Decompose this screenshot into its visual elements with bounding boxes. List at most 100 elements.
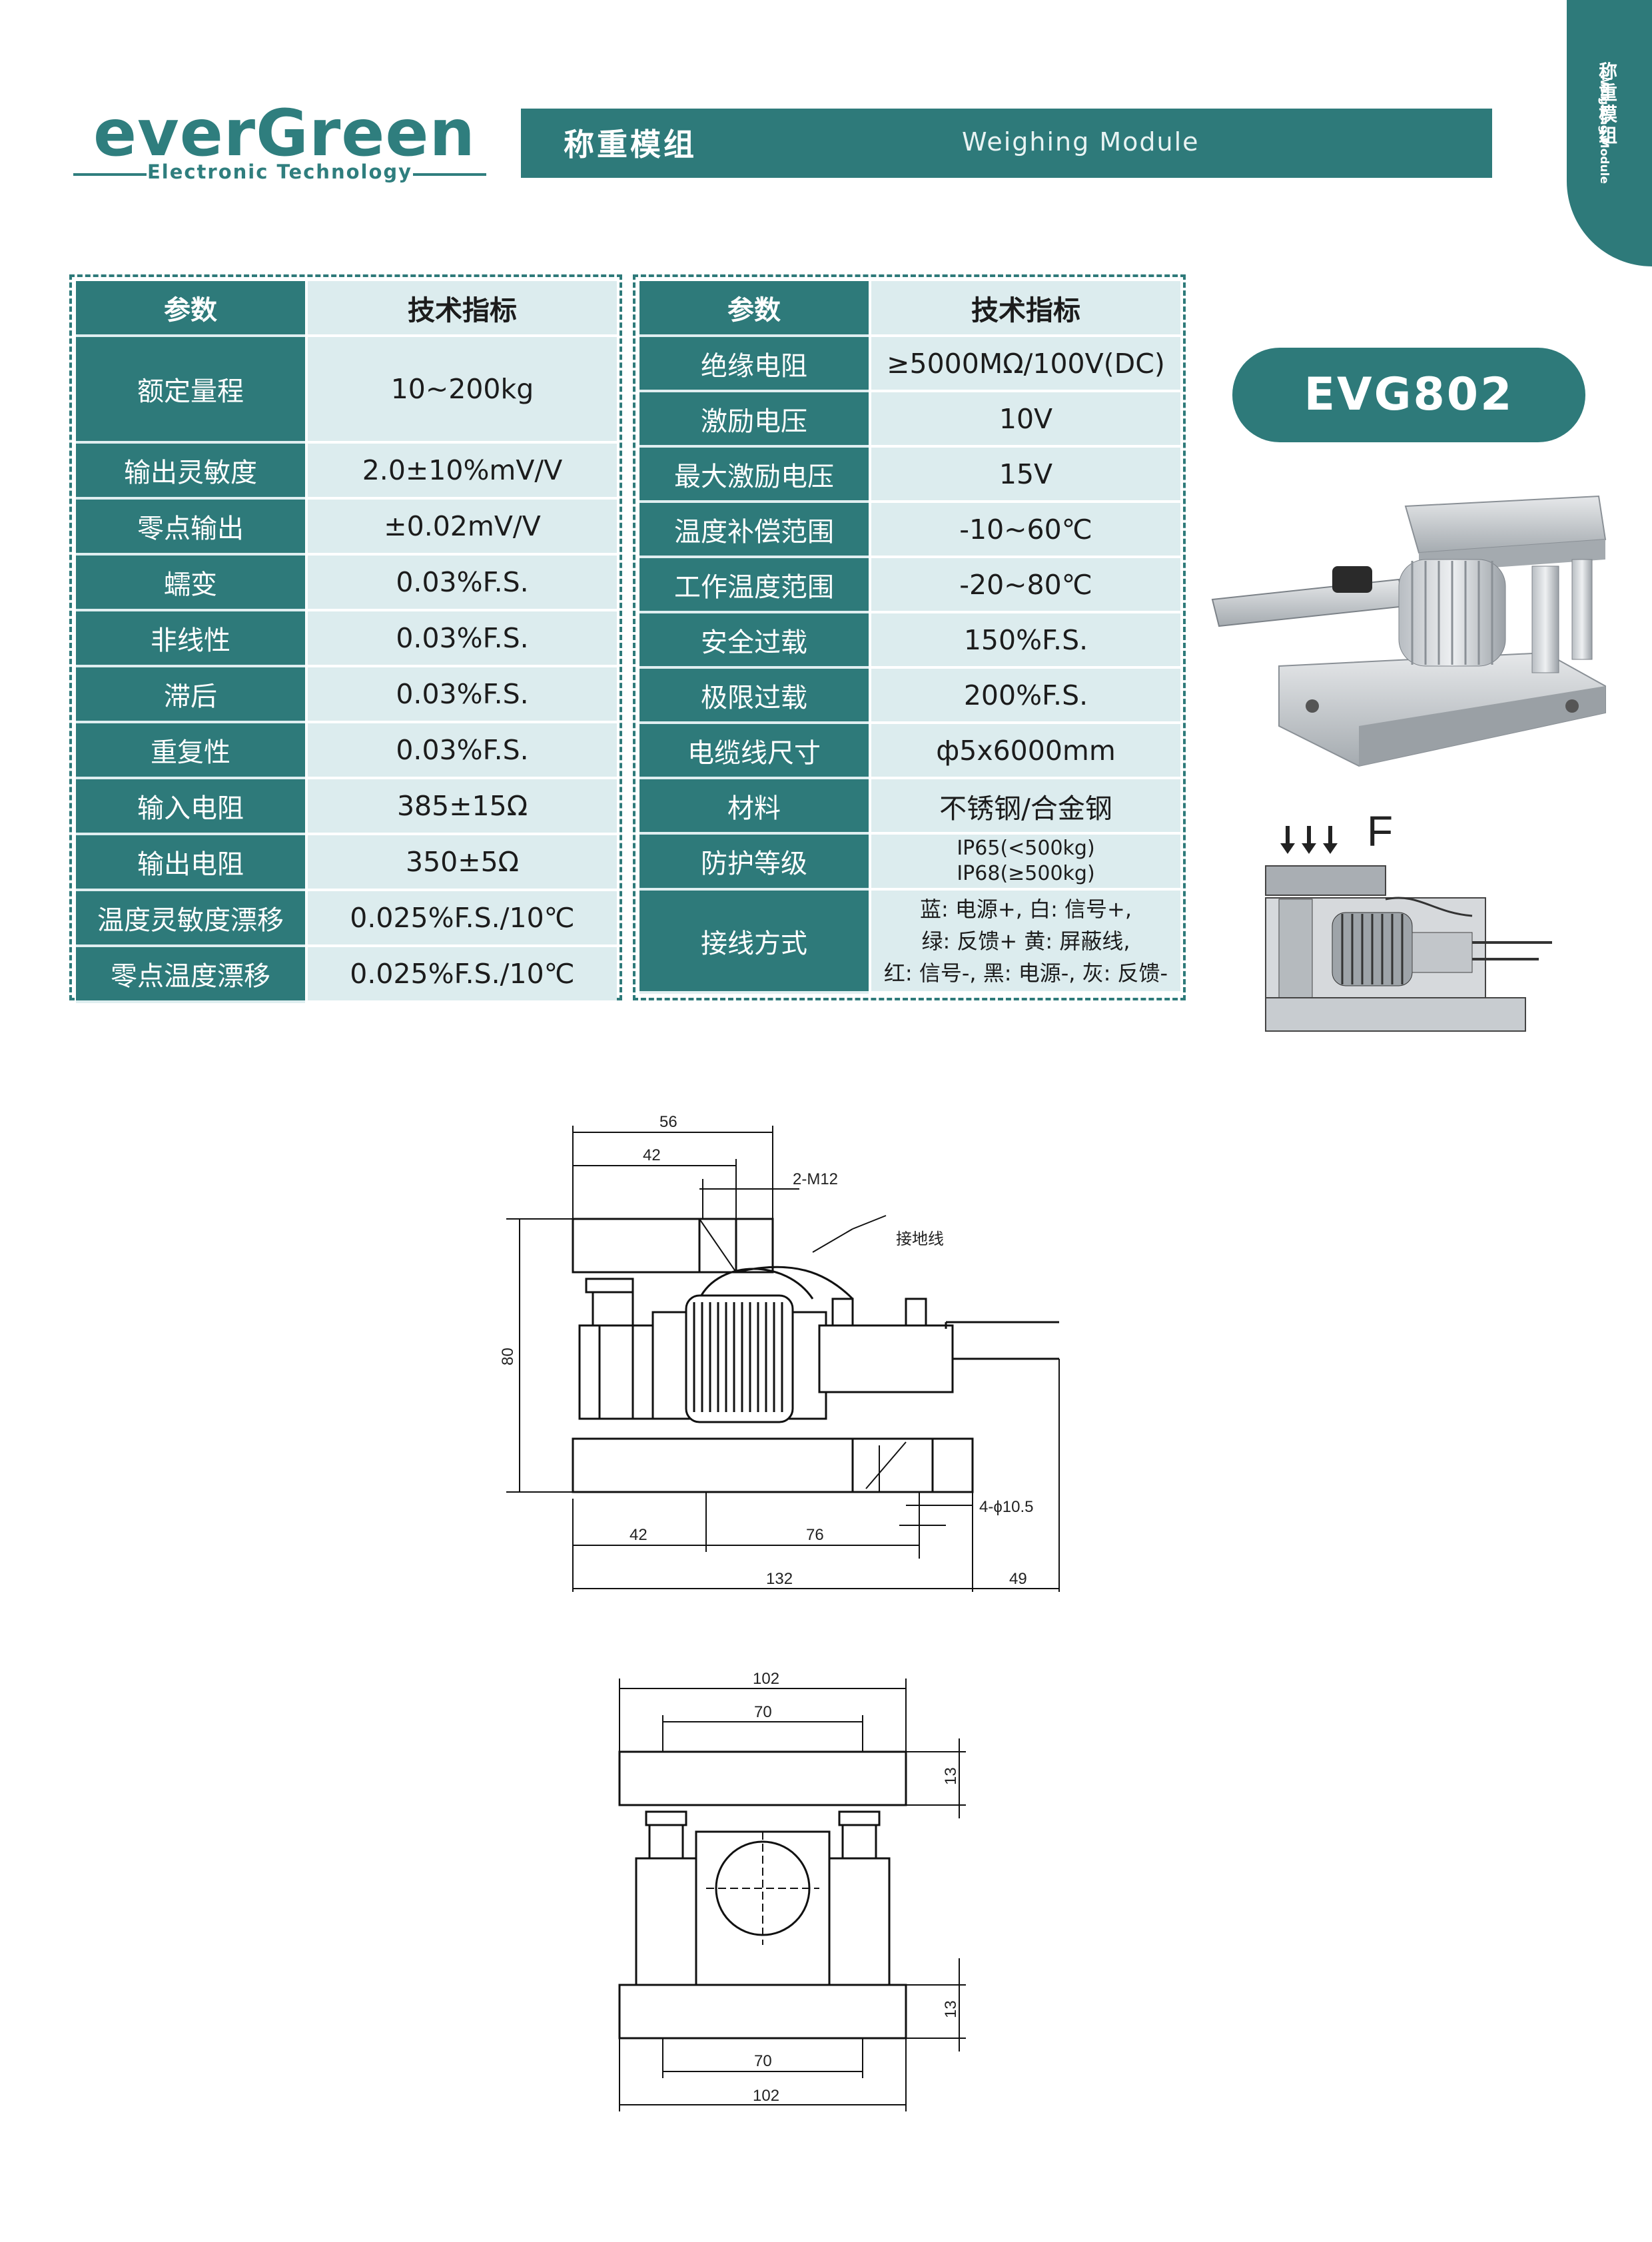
param-label: 零点温度漂移 [76,947,305,1003]
header-title-en: Weighing Module [962,127,1200,157]
param-label: 工作温度范围 [639,558,869,613]
dim-holes: 4-ϕ10.5 [979,1498,1034,1516]
wiring-line: 红: 信号-, 黑: 电源-, 灰: 反馈- [883,960,1168,986]
param-value: 2.0±10%mV/V [305,444,617,500]
dim-102-top: 102 [753,1670,779,1688]
param-value: 0.03%F.S. [305,667,617,723]
param-label: 重复性 [76,723,305,779]
wiring-line: 绿: 反馈+ 黄: 屏蔽线, [921,928,1130,954]
param-label: 电缆线尺寸 [639,724,869,779]
param-label: 输出电阻 [76,835,305,891]
logo-line-left [73,173,147,176]
dim-132: 132 [766,1570,793,1588]
protection-label: 防护等级 [639,835,869,891]
header-title-zh: 称重模组 [564,127,697,163]
param-label: 滞后 [76,667,305,723]
param-value: 0.03%F.S. [305,556,617,611]
param-value: 不锈钢/合金钢 [869,779,1180,835]
table-row: 参数技术指标 [76,281,617,337]
header-param: 参数 [639,281,869,337]
side-view-drawing: 102 70 13 13 70 102 [618,1670,966,2111]
param-label: 蠕变 [76,556,305,611]
param-label: 安全过载 [639,613,869,669]
wiring-line: 蓝: 电源+, 白: 信号+, [919,896,1132,922]
dim-13-top: 13 [942,1767,960,1785]
param-value: 15V [869,448,1180,503]
param-value: 0.03%F.S. [305,723,617,779]
dim-80: 80 [499,1347,517,1365]
protection-line: IP68(≥500kg) [957,862,1095,885]
param-label: 零点输出 [76,500,305,556]
param-label: 温度补偿范围 [639,503,869,558]
param-value: 0.025%F.S./10℃ [305,891,617,947]
table-row: 参数技术指标 [639,281,1180,337]
dim-42-top: 42 [643,1146,661,1164]
param-label: 输入电阻 [76,779,305,835]
table-row: 零点输出±0.02mV/V [76,500,617,556]
param-value: 385±15Ω [305,779,617,835]
dim-42-bottom: 42 [629,1526,647,1544]
dim-76: 76 [806,1526,824,1544]
brand-name: everGreen [93,96,476,171]
param-label: 激励电压 [639,392,869,448]
logo-line-right [413,173,486,176]
wiring-values: 蓝: 电源+, 白: 信号+, 绿: 反馈+ 黄: 屏蔽线, 红: 信号-, 黑: … [869,891,1180,994]
param-value: -20~80℃ [869,558,1180,613]
force-label: F [1367,807,1393,855]
param-label: 绝缘电阻 [639,337,869,392]
param-value: ф5x6000mm [869,724,1180,779]
dim-thread: 2-M12 [793,1170,838,1188]
header-bar: 称重模组 Weighing Module [521,109,1492,178]
table-row: 工作温度范围-20~80℃ [639,558,1180,613]
bellows [1398,559,1506,667]
param-label: 温度灵敏度漂移 [76,891,305,947]
dim-70-top: 70 [754,1703,772,1721]
header-param: 参数 [76,281,305,337]
param-label: 最大激励电压 [639,448,869,503]
header-spec: 技术指标 [869,281,1180,337]
param-value: -10~60℃ [869,503,1180,558]
header-spec: 技术指标 [305,281,617,337]
param-label: 极限过载 [639,669,869,724]
side-tab-zh: 称重模组 [1598,61,1617,147]
param-label: 输出灵敏度 [76,444,305,500]
model-name: EVG802 [1304,368,1514,421]
param-label: 额定量程 [76,337,305,444]
table-row: 绝缘电阻≥5000MΩ/100V(DC) [639,337,1180,392]
side-tab: 称重模组 [1567,0,1652,266]
dim-13-bottom: 13 [942,2000,960,2018]
param-value: 200%F.S. [869,669,1180,724]
param-label: 材料 [639,779,869,835]
param-label: 非线性 [76,611,305,667]
brand-tagline: Electronic Technology [147,161,413,183]
param-value: 350±5Ω [305,835,617,891]
param-value: 0.025%F.S./10℃ [305,947,617,1003]
protection-values: IP65(<500kg)IP68(≥500kg) [869,835,1180,891]
wiring-label: 接线方式 [639,891,869,994]
brand-logo: everGreen Electronic Technology [73,100,486,187]
param-value: ±0.02mV/V [305,500,617,556]
protection-line: IP65(<500kg) [957,837,1095,860]
param-value: 150%F.S. [869,613,1180,669]
load-diagram: F [1265,807,1552,1032]
dim-49: 49 [1009,1570,1027,1588]
table-row: 材料不锈钢/合金钢 [639,779,1180,835]
product-photo [1211,495,1607,767]
dim-102-bottom: 102 [753,2087,779,2105]
table-row: 温度补偿范围-10~60℃ [639,503,1180,558]
side-tab-en: Weighing Module [1597,73,1611,185]
